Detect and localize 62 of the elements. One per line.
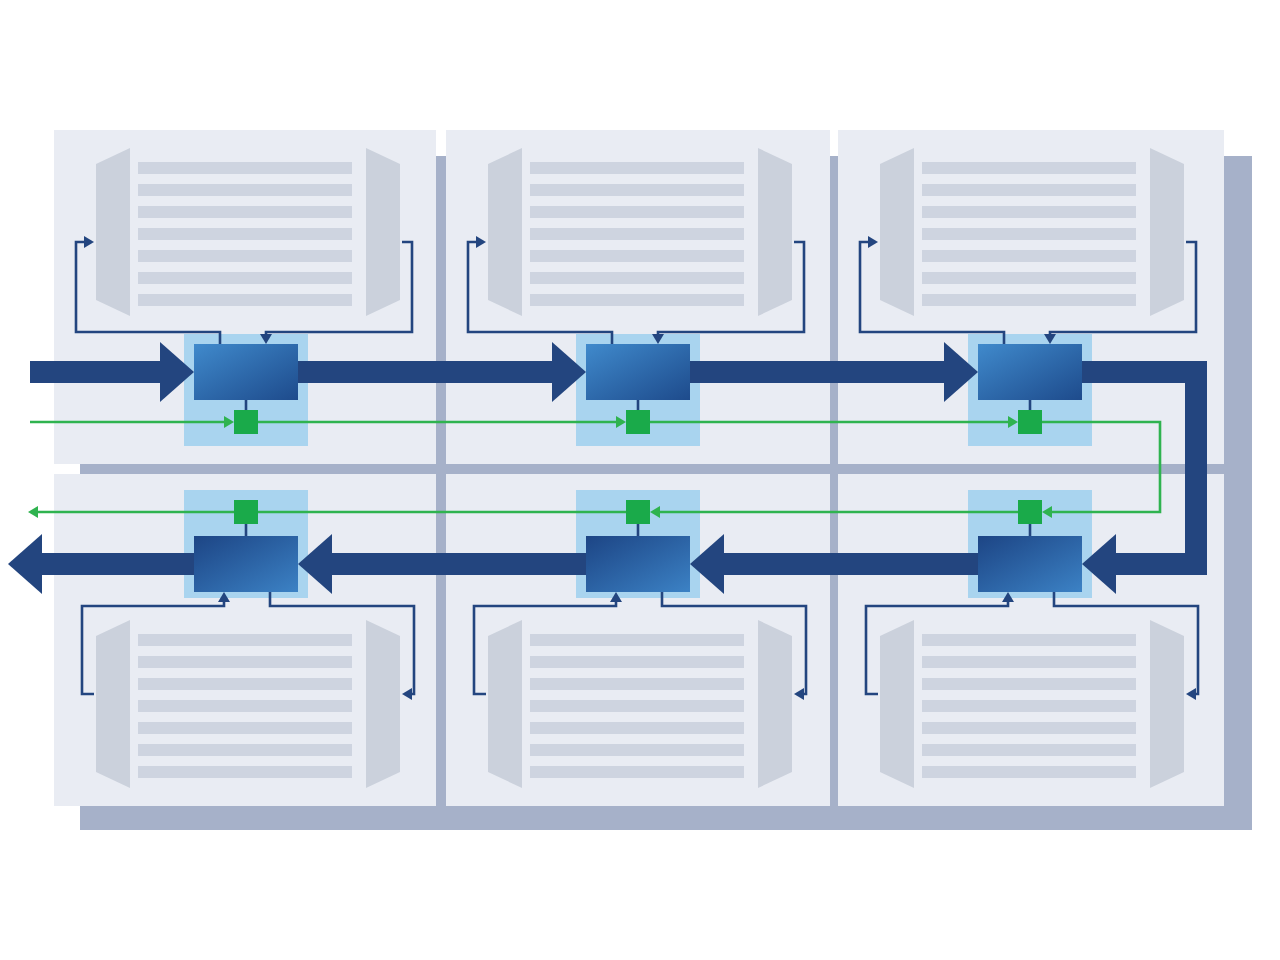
module-square-icon bbox=[626, 500, 650, 524]
connector-line bbox=[244, 400, 248, 410]
module-square-icon bbox=[1018, 410, 1042, 434]
rack-unit-drawing bbox=[94, 618, 402, 790]
cabinet-panel bbox=[54, 130, 436, 464]
arrow bbox=[1042, 420, 1162, 518]
controller-box bbox=[586, 536, 690, 592]
arrow bbox=[80, 592, 230, 696]
arrow bbox=[1052, 592, 1200, 700]
rack-unit-drawing bbox=[878, 146, 1186, 318]
thick-flow-arrow bbox=[30, 342, 194, 402]
arrow bbox=[858, 236, 1006, 344]
arrow bbox=[1044, 240, 1198, 344]
cabinet-panel bbox=[446, 474, 830, 806]
unit-tile bbox=[968, 490, 1092, 598]
thick-flow-arrow bbox=[298, 342, 586, 402]
thick-flow-arrow bbox=[690, 342, 978, 402]
arrow bbox=[650, 416, 1018, 428]
arrow bbox=[30, 416, 234, 428]
controller-box bbox=[978, 536, 1082, 592]
cabinet-panel bbox=[54, 474, 436, 806]
rack-unit-drawing bbox=[486, 618, 794, 790]
arrow bbox=[660, 592, 808, 700]
controller-box bbox=[586, 344, 690, 400]
arrow bbox=[74, 236, 222, 344]
rack-unit-drawing bbox=[486, 146, 794, 318]
thick-flow-arrow bbox=[1082, 361, 1207, 594]
arrow bbox=[472, 592, 622, 696]
controller-box bbox=[978, 344, 1082, 400]
module-square-icon bbox=[1018, 500, 1042, 524]
thick-flow-arrow bbox=[298, 534, 586, 594]
rack-unit-drawing bbox=[94, 146, 402, 318]
rack-unit-drawing bbox=[878, 618, 1186, 790]
module-square-icon bbox=[234, 410, 258, 434]
arrow bbox=[652, 240, 806, 344]
arrow bbox=[650, 506, 1018, 518]
unit-tile bbox=[576, 490, 700, 598]
controller-box bbox=[194, 536, 298, 592]
arrow bbox=[260, 240, 414, 344]
module-square-icon bbox=[626, 410, 650, 434]
arrow bbox=[268, 592, 416, 700]
arrow bbox=[466, 236, 614, 344]
connector-line bbox=[636, 400, 640, 410]
unit-tile bbox=[184, 490, 308, 598]
controller-box bbox=[194, 344, 298, 400]
unit-tile bbox=[184, 334, 308, 446]
thick-flow-arrow bbox=[690, 534, 978, 594]
connector-line bbox=[1028, 524, 1032, 536]
connector-line bbox=[636, 524, 640, 536]
module-square-icon bbox=[234, 500, 258, 524]
connector-line bbox=[1028, 400, 1032, 410]
arrow bbox=[864, 592, 1014, 696]
cabinet-panel bbox=[838, 474, 1224, 806]
connector-line bbox=[258, 510, 626, 514]
cabinet-panel bbox=[838, 130, 1224, 464]
unit-tile bbox=[968, 334, 1092, 446]
connector-line bbox=[244, 524, 248, 536]
unit-tile bbox=[576, 334, 700, 446]
arrow bbox=[28, 506, 234, 518]
arrow bbox=[258, 416, 626, 428]
thick-flow-arrow bbox=[8, 534, 194, 594]
cabinet-panel bbox=[446, 130, 830, 464]
